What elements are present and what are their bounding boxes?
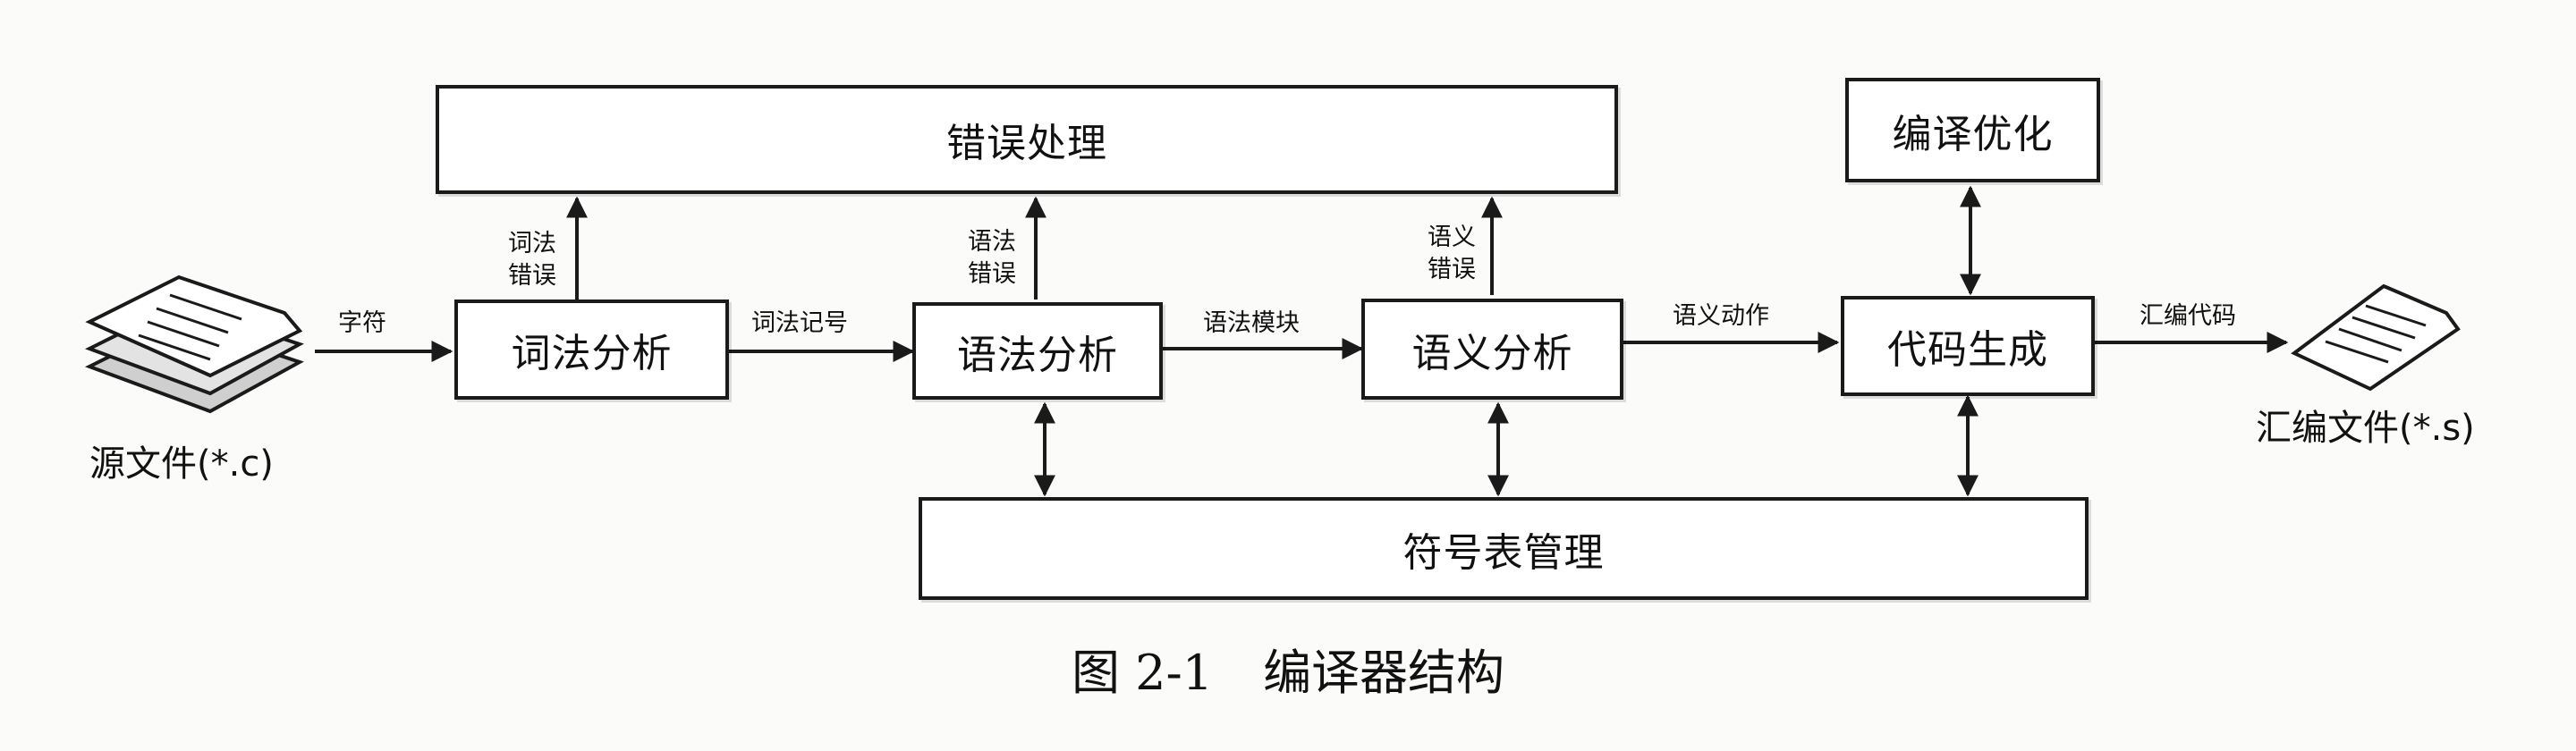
figure-title: 编译器结构 [1263,645,1505,701]
label-chars: 字符 [338,309,386,337]
syntax-analysis-box: 语法分析 [912,302,1163,400]
label-syntax-error: 语法 错误 [968,228,1016,288]
label-lexical-tokens: 词法记号 [751,309,848,337]
label-semantic-actions: 语义动作 [1673,302,1769,330]
figure-number: 图 2-1 [1071,645,1214,701]
assembly-file-icon [2291,283,2461,392]
error-handling-box: 错误处理 [436,85,1618,194]
code-optimization-box: 编译优化 [1845,78,2100,182]
assembly-file-label: 汇编文件(*.s) [2256,408,2475,449]
semantic-analysis-box: 语义分析 [1361,299,1623,400]
source-file-icon [84,274,304,414]
label-syntax-modules: 语法模块 [1203,309,1300,337]
source-file-label: 源文件(*.c) [89,443,274,485]
symbol-table-box: 符号表管理 [919,497,2089,600]
label-semantic-error: 语义 错误 [1428,224,1476,283]
figure-caption: 图 2-1 编译器结构 [0,633,2576,704]
label-assembly-code: 汇编代码 [2140,302,2236,330]
code-generation-box: 代码生成 [1841,296,2095,396]
label-lexical-error: 词法 错误 [508,230,556,290]
lexical-analysis-box: 词法分析 [454,300,729,400]
